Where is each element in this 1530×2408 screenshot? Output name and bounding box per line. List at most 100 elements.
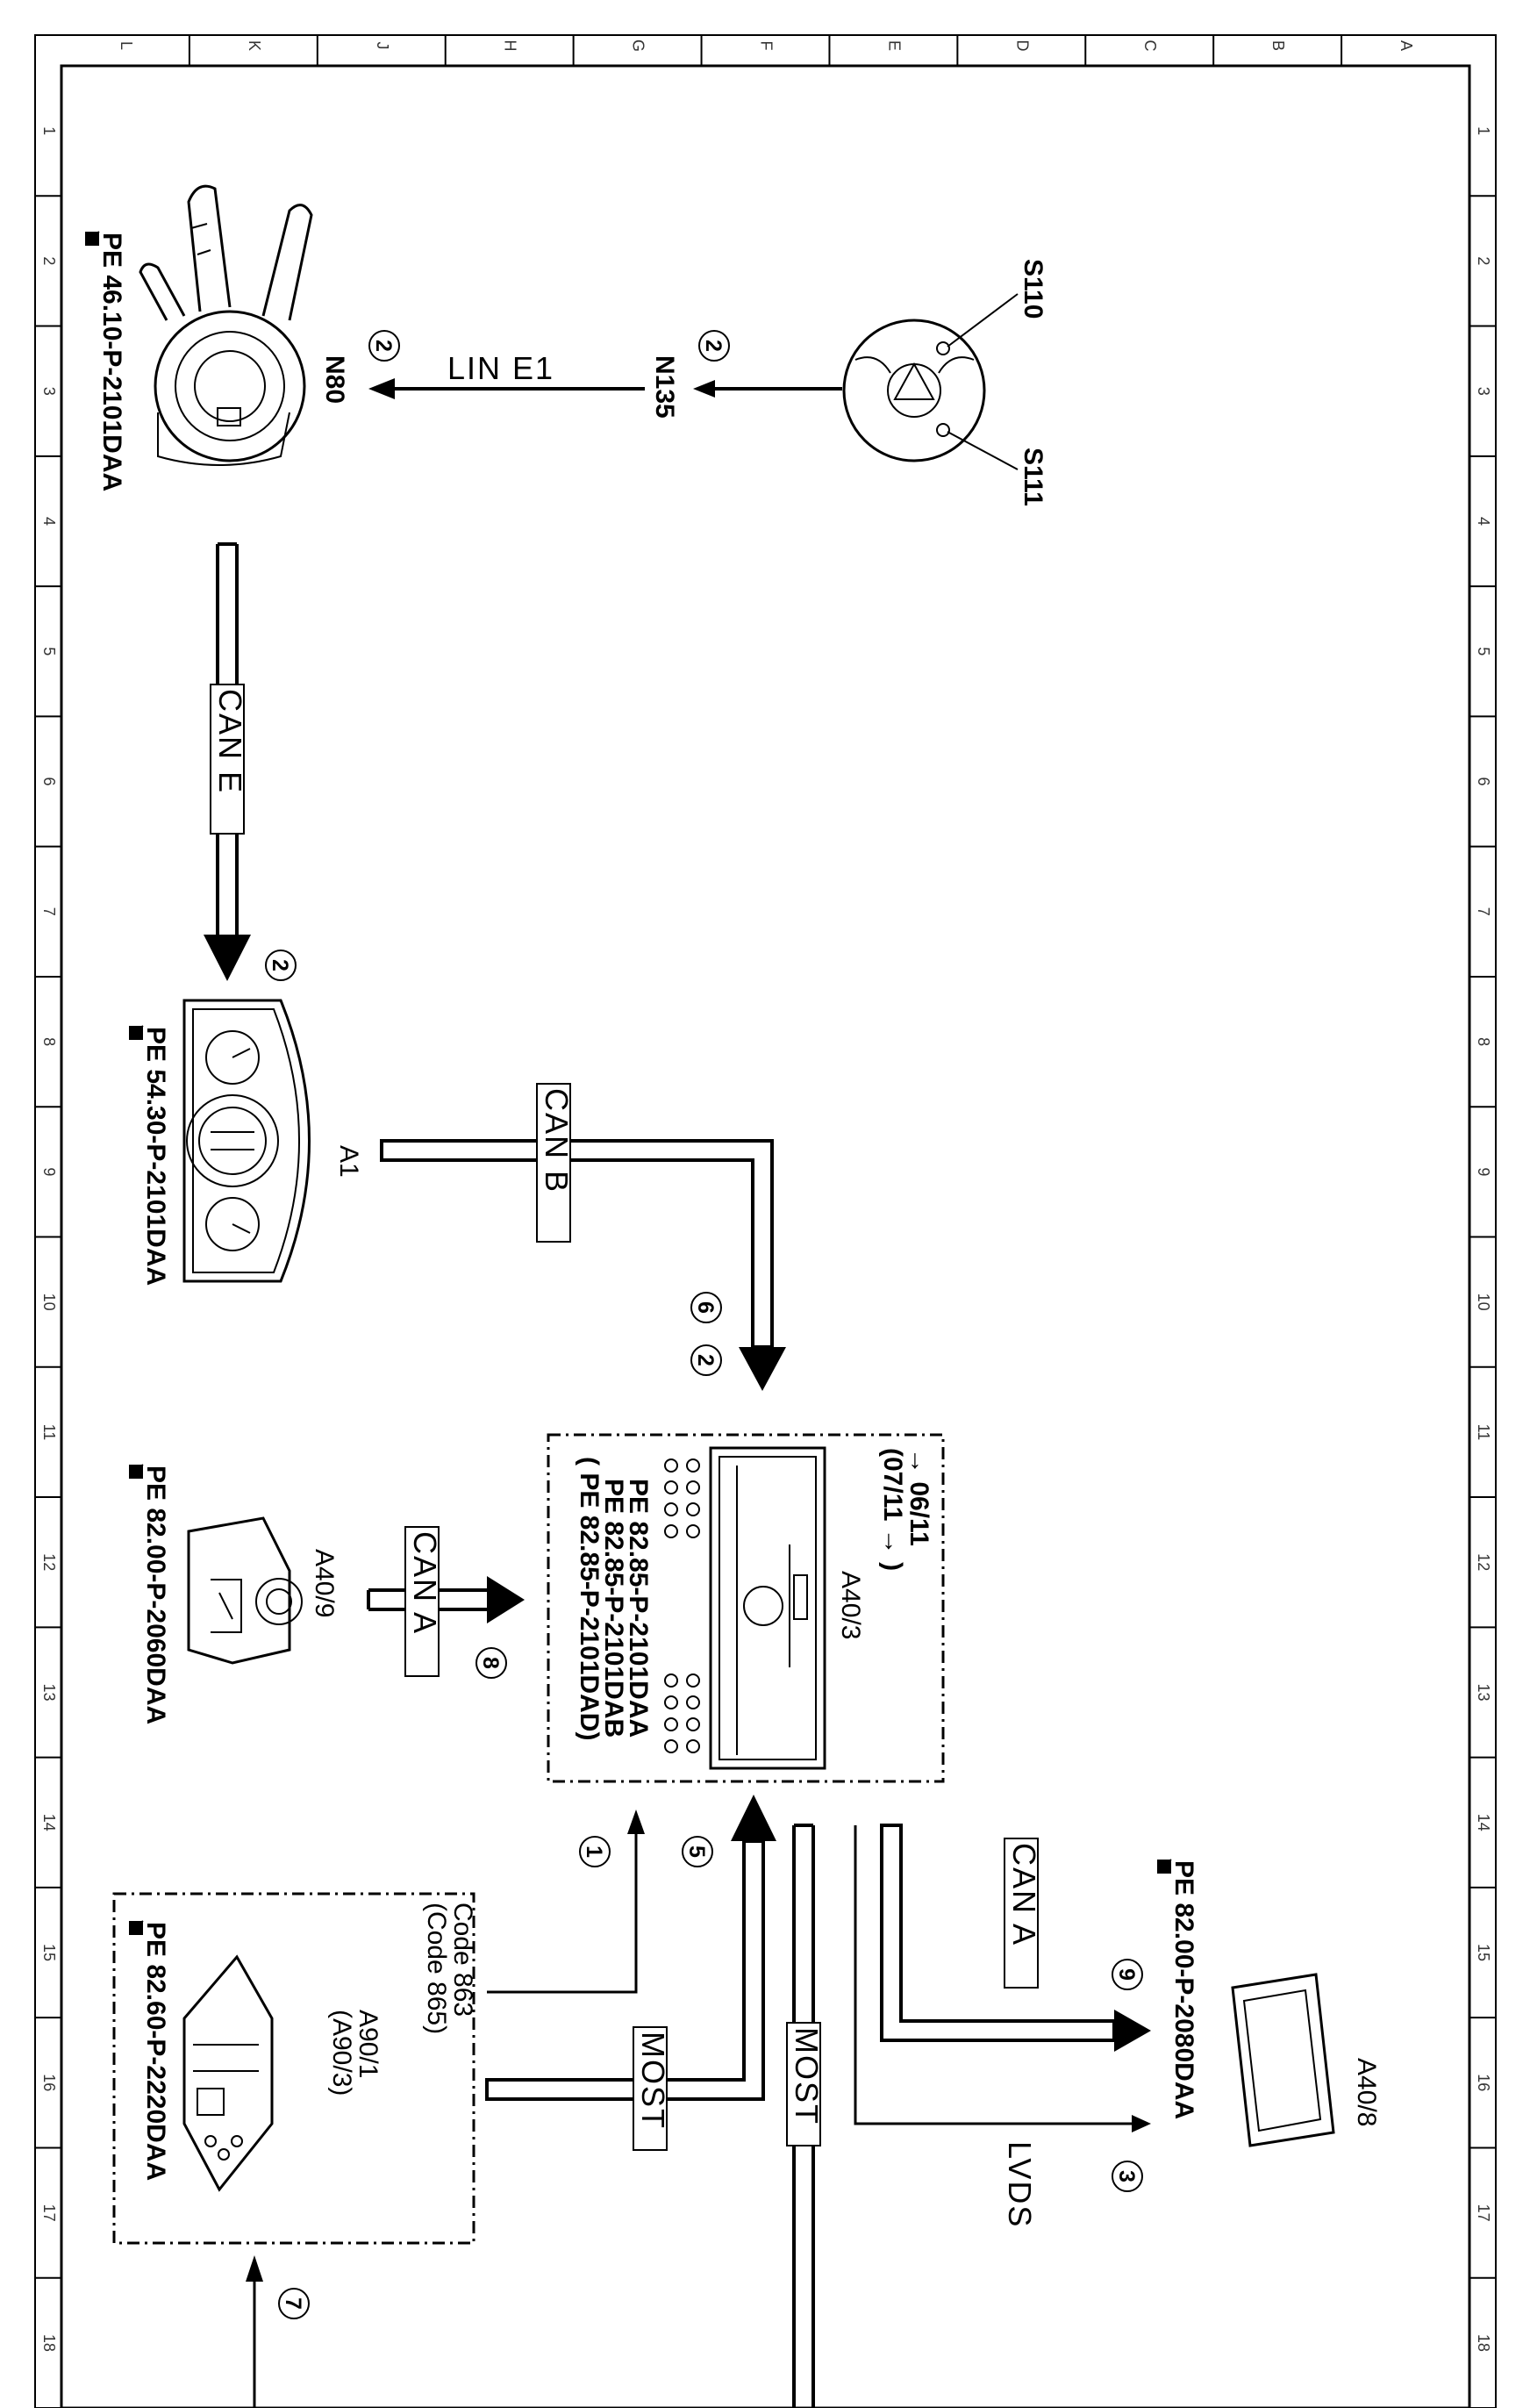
grid-number: 4 [1475,517,1492,526]
can-a-left-label: CAN A [407,1531,443,1635]
marker-a40-3-in-b: 2 [690,1344,722,1376]
marker-a1-in: 2 [265,950,297,981]
grid-number: 17 [1475,2204,1492,2222]
a40-8-label: A40/8 [1352,2058,1381,2126]
marker-a40-9-link: 8 [475,1647,507,1679]
a40-3-label: A40/3 [836,1571,865,1639]
a90-3-label: (A90/3) [327,2010,356,2096]
grid-number: 12 [40,1553,58,1571]
grid-number: 18 [1475,2334,1492,2352]
reference-hand-icon [1157,1859,1172,1874]
marker-n80-in: 2 [368,330,400,362]
grid-number: 11 [40,1424,58,1441]
svg-text:7: 7 [281,2297,305,2310]
marker-most-in: 5 [682,1836,713,1867]
grid-number: 9 [1475,1167,1492,1176]
a1-reference: PE 54.30-P-2101DAA [141,1027,170,1286]
lvds-label: LVDS [1002,2141,1038,2228]
grid-number: 12 [1475,1553,1492,1571]
grid-number: 10 [40,1294,58,1311]
a40-3-reference-2: PE 82.85-P-2101DAB [599,1479,628,1738]
grid-letter: E [885,40,903,51]
grid-number: 7 [40,907,58,916]
marker-a40-3-in-a: 6 [690,1292,722,1323]
grid-letter: H [502,40,519,52]
grid-letter: B [1269,40,1287,51]
grid-number: 16 [1475,2074,1492,2091]
grid-number: 9 [40,1167,58,1176]
grid-number: 4 [40,517,58,526]
svg-text:6: 6 [693,1301,718,1314]
grid-number: 3 [1475,387,1492,396]
sheet-border [34,34,1497,2408]
grid-number: 18 [40,2334,58,2352]
grid-number: 11 [1475,1424,1492,1441]
reference-hand-icon [85,231,100,246]
n135-label: N135 [650,355,679,419]
grid-number: 6 [40,778,58,786]
grid-number: 1 [1475,126,1492,135]
grid-number: 15 [1475,1944,1492,1961]
grid-letter: A [1398,40,1415,51]
a40-3-date-1: → 06/11 [904,1448,933,1546]
a40-3-reference-1: PE 82.85-P-2101DAA [624,1479,653,1738]
can-e-label: CAN E [212,689,248,794]
grid-letter: K [246,40,263,51]
svg-text:1: 1 [582,1845,606,1858]
marker-lvds-out: 3 [1112,2161,1143,2192]
reference-hand-icon [129,1464,144,1479]
svg-text:3: 3 [1114,2170,1139,2182]
code-863-label: Code 863 [448,1903,477,2017]
grid-letter: D [1013,40,1031,52]
grid-letter: C [1141,40,1159,52]
grid-number: 13 [1475,1683,1492,1701]
lin-e1-label: LIN E1 [447,350,554,386]
a40-3-frame [547,1433,945,1783]
grid-letter: L [118,41,135,50]
most-a90-label: MOST [635,2032,671,2130]
svg-text:2: 2 [693,1354,718,1366]
controller-knob-icon [187,1516,303,1665]
svg-text:2: 2 [701,340,726,352]
grid-number: 8 [1475,1037,1492,1046]
svg-text:8: 8 [478,1657,503,1669]
marker-a40-8-in: 9 [1112,1959,1143,1990]
grid-number: 10 [1475,1294,1492,1311]
svg-text:5: 5 [684,1845,709,1858]
can-b-label: CAN B [539,1088,575,1193]
n80-label: N80 [320,355,349,404]
reference-hand-icon [129,1920,144,1935]
grid-number: 17 [40,2204,58,2222]
a1-label: A1 [334,1145,363,1178]
svg-text:2: 2 [268,959,292,971]
grid-number: 1 [40,126,58,135]
tuner-module-icon [182,1954,274,2192]
marker-n135-in: 2 [698,330,730,362]
n80-reference: PE 46.10-P-2101DAA [97,233,126,491]
a90-reference: PE 82.60-P-2220DAA [141,1922,170,2181]
grid-number: 5 [1475,647,1492,656]
grid-number: 5 [40,647,58,656]
grid-letter: F [758,41,776,51]
code-865-label: (Code 865) [422,1903,451,2034]
s111-label: S111 [1019,448,1047,506]
grid-number: 2 [40,256,58,265]
s110-label: S110 [1019,259,1047,319]
grid-number: 6 [1475,778,1492,786]
grid-letter: G [630,39,647,52]
grid-letter: J [374,42,391,50]
grid-number: 2 [1475,256,1492,265]
marker-a90-in: 7 [278,2288,310,2319]
reference-hand-icon [129,1025,144,1040]
marker-a90-out: 1 [579,1836,611,1867]
a40-9-reference: PE 82.00-P-2060DAA [141,1466,170,1724]
grid-number: 15 [40,1944,58,1961]
grid-number: 13 [40,1683,58,1701]
most-main-label: MOST [789,2027,825,2125]
svg-text:9: 9 [1114,1968,1139,1981]
steering-wheel-icon [842,319,986,462]
